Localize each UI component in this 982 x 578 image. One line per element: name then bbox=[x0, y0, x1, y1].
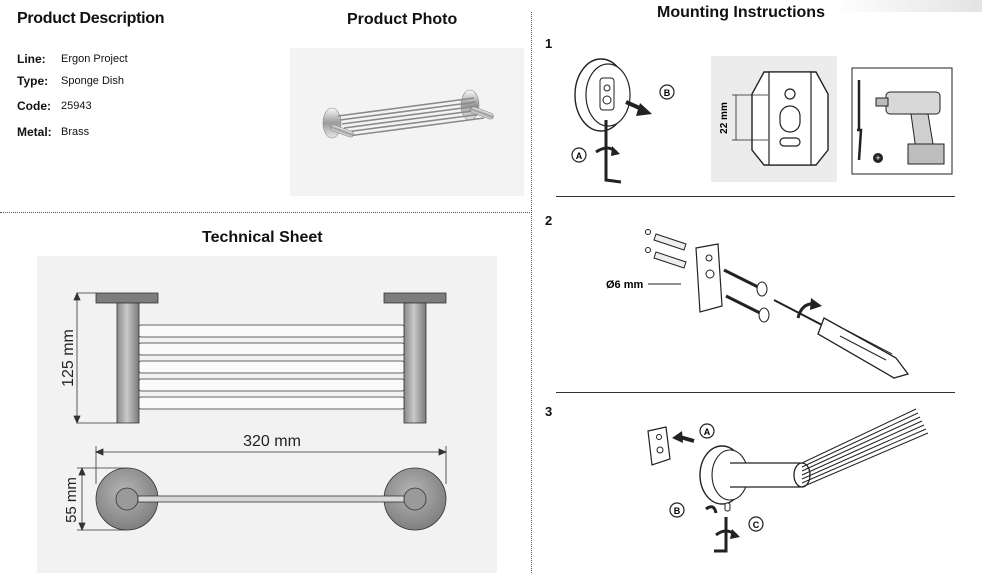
spec-value: Brass bbox=[61, 126, 90, 138]
spec-value: Sponge Dish bbox=[61, 75, 124, 87]
step-3-illustration: A B C bbox=[647, 408, 929, 553]
height-dimension-label: 125 mm bbox=[60, 329, 77, 387]
svg-text:C: C bbox=[753, 520, 760, 530]
spec-row-line: Line: Ergon Project bbox=[17, 52, 128, 66]
technical-sheet-title: Technical Sheet bbox=[202, 229, 323, 246]
step-number: 2 bbox=[545, 213, 553, 228]
step-separator bbox=[556, 196, 955, 197]
step-number: 3 bbox=[545, 404, 553, 419]
callout-b: B bbox=[669, 502, 685, 518]
callout-a: A bbox=[699, 423, 715, 439]
page-edge-shadow bbox=[832, 0, 982, 12]
spec-row-metal: Metal: Brass bbox=[17, 125, 89, 139]
section-divider bbox=[0, 212, 530, 213]
technical-drawing: 125 mm 320 mm 55 mm bbox=[37, 256, 497, 573]
spec-value: 25943 bbox=[61, 100, 92, 112]
spec-value: Ergon Project bbox=[61, 53, 128, 65]
sponge-dish-photo bbox=[322, 89, 494, 139]
svg-text:B: B bbox=[664, 88, 671, 98]
svg-text:A: A bbox=[704, 427, 711, 437]
product-description-title: Product Description bbox=[17, 10, 165, 27]
spec-label: Code: bbox=[17, 99, 51, 113]
product-photo bbox=[290, 48, 524, 196]
plus-icon: + bbox=[875, 153, 880, 163]
bracket-dimension-label: 22 mm bbox=[719, 102, 730, 134]
step-number: 1 bbox=[545, 36, 553, 51]
callout-b: B bbox=[659, 84, 675, 100]
column-divider bbox=[531, 12, 532, 573]
depth-dimension-label: 55 mm bbox=[63, 477, 80, 523]
step-2-illustration: Ø6 mm bbox=[606, 229, 910, 379]
callout-a: A bbox=[571, 147, 587, 163]
spec-row-code: Code: 25943 bbox=[17, 99, 92, 113]
svg-text:A: A bbox=[576, 151, 583, 161]
step-1-illustration: A B 22 mm + bbox=[571, 56, 953, 184]
spec-label: Type: bbox=[17, 74, 49, 88]
dimension-drawing: 125 mm 320 mm 55 mm bbox=[60, 291, 448, 532]
spec-label: Metal: bbox=[17, 125, 52, 139]
step-separator bbox=[556, 392, 955, 393]
width-dimension-label: 320 mm bbox=[243, 433, 301, 450]
spec-label: Line: bbox=[17, 52, 46, 66]
drill-diameter-label: Ø6 mm bbox=[606, 279, 644, 291]
product-photo-title: Product Photo bbox=[347, 11, 458, 28]
callout-c: C bbox=[748, 516, 764, 532]
svg-text:B: B bbox=[674, 506, 681, 516]
mounting-instructions-title: Mounting Instructions bbox=[657, 4, 825, 21]
spec-row-type: Type: Sponge Dish bbox=[17, 74, 124, 88]
